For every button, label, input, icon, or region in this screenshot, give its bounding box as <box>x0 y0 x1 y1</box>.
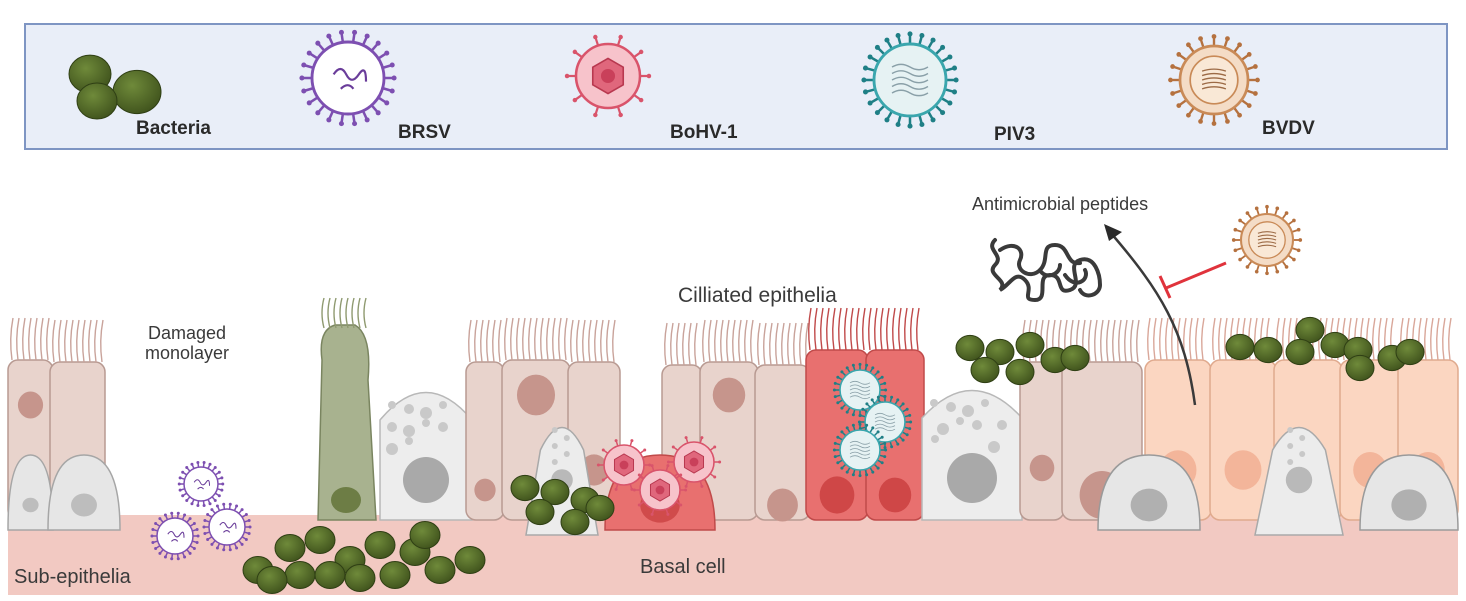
legend-label-piv3: PIV3 <box>994 124 1036 145</box>
bacterium-icon <box>985 338 1015 366</box>
bacterium-icon <box>1395 338 1425 366</box>
brsv-virus-icon <box>150 511 200 561</box>
arrow-head-icon <box>1104 224 1122 241</box>
bvdv-virus-icon <box>1231 204 1303 276</box>
bohv1-virus-icon <box>666 436 722 488</box>
bacterium-icon <box>1345 354 1375 382</box>
bacterium-icon <box>409 521 441 549</box>
bohv1-virus-icon <box>564 34 652 118</box>
bacterium-icon <box>1253 336 1283 364</box>
bacterium-icon <box>424 556 456 584</box>
piv3-virus-icon <box>832 422 888 478</box>
bvdv-virus-icon <box>1168 34 1260 126</box>
basal-cell <box>7 454 54 531</box>
antimicrobial-peptides-icon <box>990 238 1103 303</box>
legend-label-brsv: BRSV <box>398 122 451 143</box>
brsv-virus-icon <box>177 460 225 508</box>
columnar-cell <box>754 322 811 522</box>
damaged-ciliated-cell <box>317 297 377 521</box>
bacterium-icon <box>560 508 590 536</box>
label-basal-cell: Basal cell <box>640 556 726 578</box>
inhibition-line <box>1165 261 1227 290</box>
legend-label-bvdv: BVDV <box>1262 118 1315 139</box>
bacterium-icon <box>454 546 486 574</box>
secretion-arrow <box>1109 231 1197 406</box>
bacterium-icon <box>585 494 615 522</box>
goblet-cell <box>921 389 1023 521</box>
bacterium-icon <box>970 356 1000 384</box>
bacterium-icon <box>76 82 118 120</box>
bacterium-icon <box>364 531 396 559</box>
piv3-virus-icon <box>861 31 959 129</box>
columnar-cell <box>699 319 759 521</box>
basal-cell <box>1254 426 1344 536</box>
label-sub-epithelia: Sub-epithelia <box>14 566 131 588</box>
bacterium-icon <box>1005 358 1035 386</box>
bohv1-virus-icon <box>596 439 652 491</box>
bacterium-icon <box>314 561 346 589</box>
bacterium-icon <box>1295 316 1325 344</box>
bacterium-icon <box>525 498 555 526</box>
bacterium-icon <box>540 478 570 506</box>
bacterium-icon <box>112 69 162 115</box>
legend-label-bacteria: Bacteria <box>136 118 211 139</box>
basal-cell <box>47 454 121 531</box>
bacterium-icon <box>256 566 288 594</box>
bacterium-icon <box>1285 338 1315 366</box>
goblet-cell <box>379 391 473 521</box>
inhibition-bar <box>1158 275 1172 299</box>
bacterium-icon <box>510 474 540 502</box>
brsv-virus-icon <box>299 29 397 127</box>
bacterium-icon <box>1060 344 1090 372</box>
bacterium-icon <box>304 526 336 554</box>
columnar-cell <box>465 319 505 521</box>
legend-label-bohv1: BoHV-1 <box>670 122 738 143</box>
label-antimicrobial-peptides: Antimicrobial peptides <box>972 194 1149 214</box>
columnar-cell <box>805 307 869 521</box>
bacterium-icon <box>379 561 411 589</box>
bacterium-icon <box>1015 331 1045 359</box>
bacterium-icon <box>284 561 316 589</box>
basal-cell <box>1097 454 1201 531</box>
label-damaged-monolayer: Damaged monolayer <box>145 323 230 363</box>
label-ciliated-epithelia: Cilliated epithelia <box>678 284 837 307</box>
basal-cell <box>1359 454 1459 531</box>
bacterium-icon <box>274 534 306 562</box>
brsv-virus-icon <box>202 502 252 552</box>
bohv1-virus-icon <box>632 464 688 516</box>
bacterium-icon <box>344 564 376 592</box>
bacterium-icon <box>1225 333 1255 361</box>
bacterium-icon <box>955 334 985 362</box>
